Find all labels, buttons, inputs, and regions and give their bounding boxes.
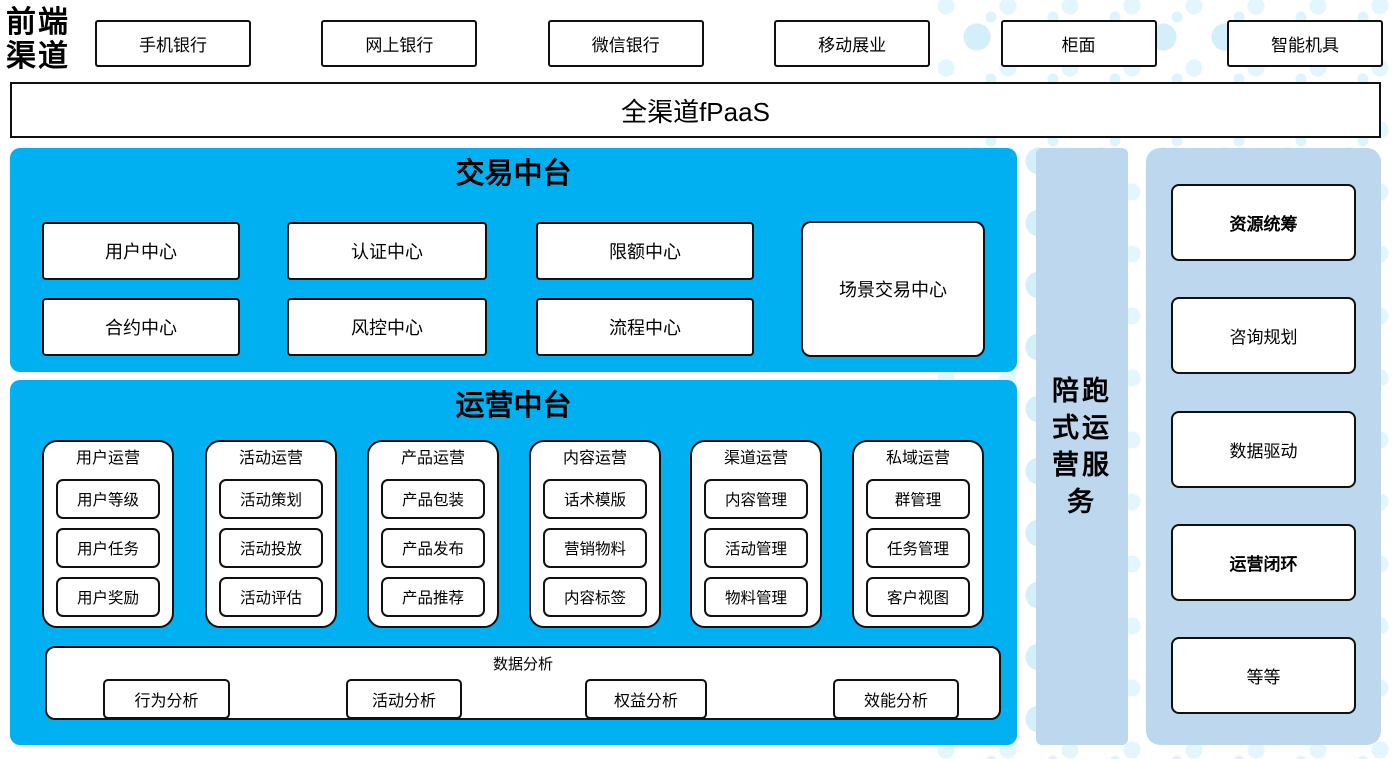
ops-item-product-recommend: 产品推荐 <box>381 577 485 617</box>
service-box-consulting-planning: 咨询规划 <box>1171 297 1356 375</box>
channel-box-mobile-banking: 手机银行 <box>95 20 251 67</box>
trade-box-scenario-trade-center: 场景交易中心 <box>801 221 985 357</box>
service-box-etc: 等等 <box>1171 637 1356 714</box>
fpaas-bar: 全渠道fPaaS <box>10 82 1381 138</box>
trade-box-user-center: 用户中心 <box>42 222 240 280</box>
ops-item-user-reward: 用户奖励 <box>56 577 160 617</box>
analytics-box-activity: 活动分析 <box>346 679 462 719</box>
service-box-ops-closed-loop: 运营闭环 <box>1171 523 1356 601</box>
ops-item-customer-view: 客户视图 <box>866 577 970 617</box>
ops-column-activity-ops: 活动运营 活动策划 活动投放 活动评估 <box>205 440 337 628</box>
ops-item-group-mgmt: 群管理 <box>866 479 970 519</box>
trade-box-contract-center: 合约中心 <box>42 298 240 356</box>
service-feature-panel: 资源统筹 咨询规划 数据驱动 运营闭环 等等 <box>1146 148 1381 745</box>
companion-service-bar: 陪跑式运营服务 <box>1036 148 1128 745</box>
trade-platform-title: 交易中台 <box>455 158 572 190</box>
ops-item-activity-mgmt: 活动管理 <box>704 528 808 568</box>
ops-item-task-mgmt: 任务管理 <box>866 528 970 568</box>
channel-box-wechat-banking: 微信银行 <box>547 20 704 67</box>
ops-item-material-mgmt: 物料管理 <box>704 577 808 617</box>
channel-box-mobile-sales: 移动展业 <box>774 20 931 67</box>
data-analytics-bar: 数据分析 行为分析 活动分析 权益分析 效能分析 <box>45 646 1001 720</box>
ops-item-script-template: 话术模版 <box>543 479 647 519</box>
ops-column-user-ops: 用户运营 用户等级 用户任务 用户奖励 <box>42 440 174 628</box>
ops-column-product-ops: 产品运营 产品包装 产品发布 产品推荐 <box>367 440 499 628</box>
ops-item-user-level: 用户等级 <box>56 479 160 519</box>
ops-item-product-release: 产品发布 <box>381 528 485 568</box>
ops-item-activity-planning: 活动策划 <box>219 479 323 519</box>
channel-box-smart-machines: 智能机具 <box>1226 20 1383 67</box>
ops-platform-panel: 运营中台 用户运营 用户等级 用户任务 用户奖励 活动运营 活动策划 活动投放 … <box>10 380 1017 745</box>
ops-item-activity-evaluation: 活动评估 <box>219 577 323 617</box>
service-box-resource-coordination: 资源统筹 <box>1171 184 1356 261</box>
analytics-box-behavior: 行为分析 <box>103 679 230 719</box>
channel-box-counter: 柜面 <box>1000 20 1157 67</box>
ops-column-header: 产品运营 <box>400 450 465 467</box>
trade-box-limit-center: 限额中心 <box>536 222 754 280</box>
ops-item-activity-delivery: 活动投放 <box>219 528 323 568</box>
ops-column-header: 内容运营 <box>562 450 627 467</box>
ops-item-product-packaging: 产品包装 <box>381 479 485 519</box>
companion-service-label: 陪跑式运营服务 <box>1052 375 1112 517</box>
ops-platform-title: 运营中台 <box>455 390 572 422</box>
service-box-data-driven: 数据驱动 <box>1171 410 1356 488</box>
front-channels-row: 手机银行 网上银行 微信银行 移动展业 柜面 智能机具 <box>95 20 1383 67</box>
trade-platform-panel: 交易中台 用户中心 认证中心 限额中心 合约中心 风控中心 流程中心 场景交易中… <box>10 148 1017 372</box>
ops-column-channel-ops: 渠道运营 内容管理 活动管理 物料管理 <box>690 440 822 628</box>
ops-item-content-tag: 内容标签 <box>543 577 647 617</box>
data-analytics-title: 数据分析 <box>492 656 553 673</box>
analytics-box-rights: 权益分析 <box>585 679 707 719</box>
ops-column-header: 私域运营 <box>885 450 950 467</box>
ops-item-content-mgmt: 内容管理 <box>704 479 808 519</box>
trade-box-process-center: 流程中心 <box>536 298 754 356</box>
ops-column-header: 活动运营 <box>238 450 303 467</box>
ops-column-header: 用户运营 <box>75 450 140 467</box>
ops-column-header: 渠道运营 <box>723 450 788 467</box>
front-channels-label: 前端渠道 <box>6 6 70 73</box>
trade-box-risk-center: 风控中心 <box>287 298 487 356</box>
ops-column-private-domain-ops: 私域运营 群管理 任务管理 客户视图 <box>852 440 984 628</box>
ops-column-content-ops: 内容运营 话术模版 营销物料 内容标签 <box>529 440 661 628</box>
ops-item-marketing-material: 营销物料 <box>543 528 647 568</box>
channel-box-online-banking: 网上银行 <box>321 20 478 67</box>
trade-box-auth-center: 认证中心 <box>287 222 487 280</box>
ops-item-user-task: 用户任务 <box>56 528 160 568</box>
analytics-box-efficiency: 效能分析 <box>833 679 959 719</box>
